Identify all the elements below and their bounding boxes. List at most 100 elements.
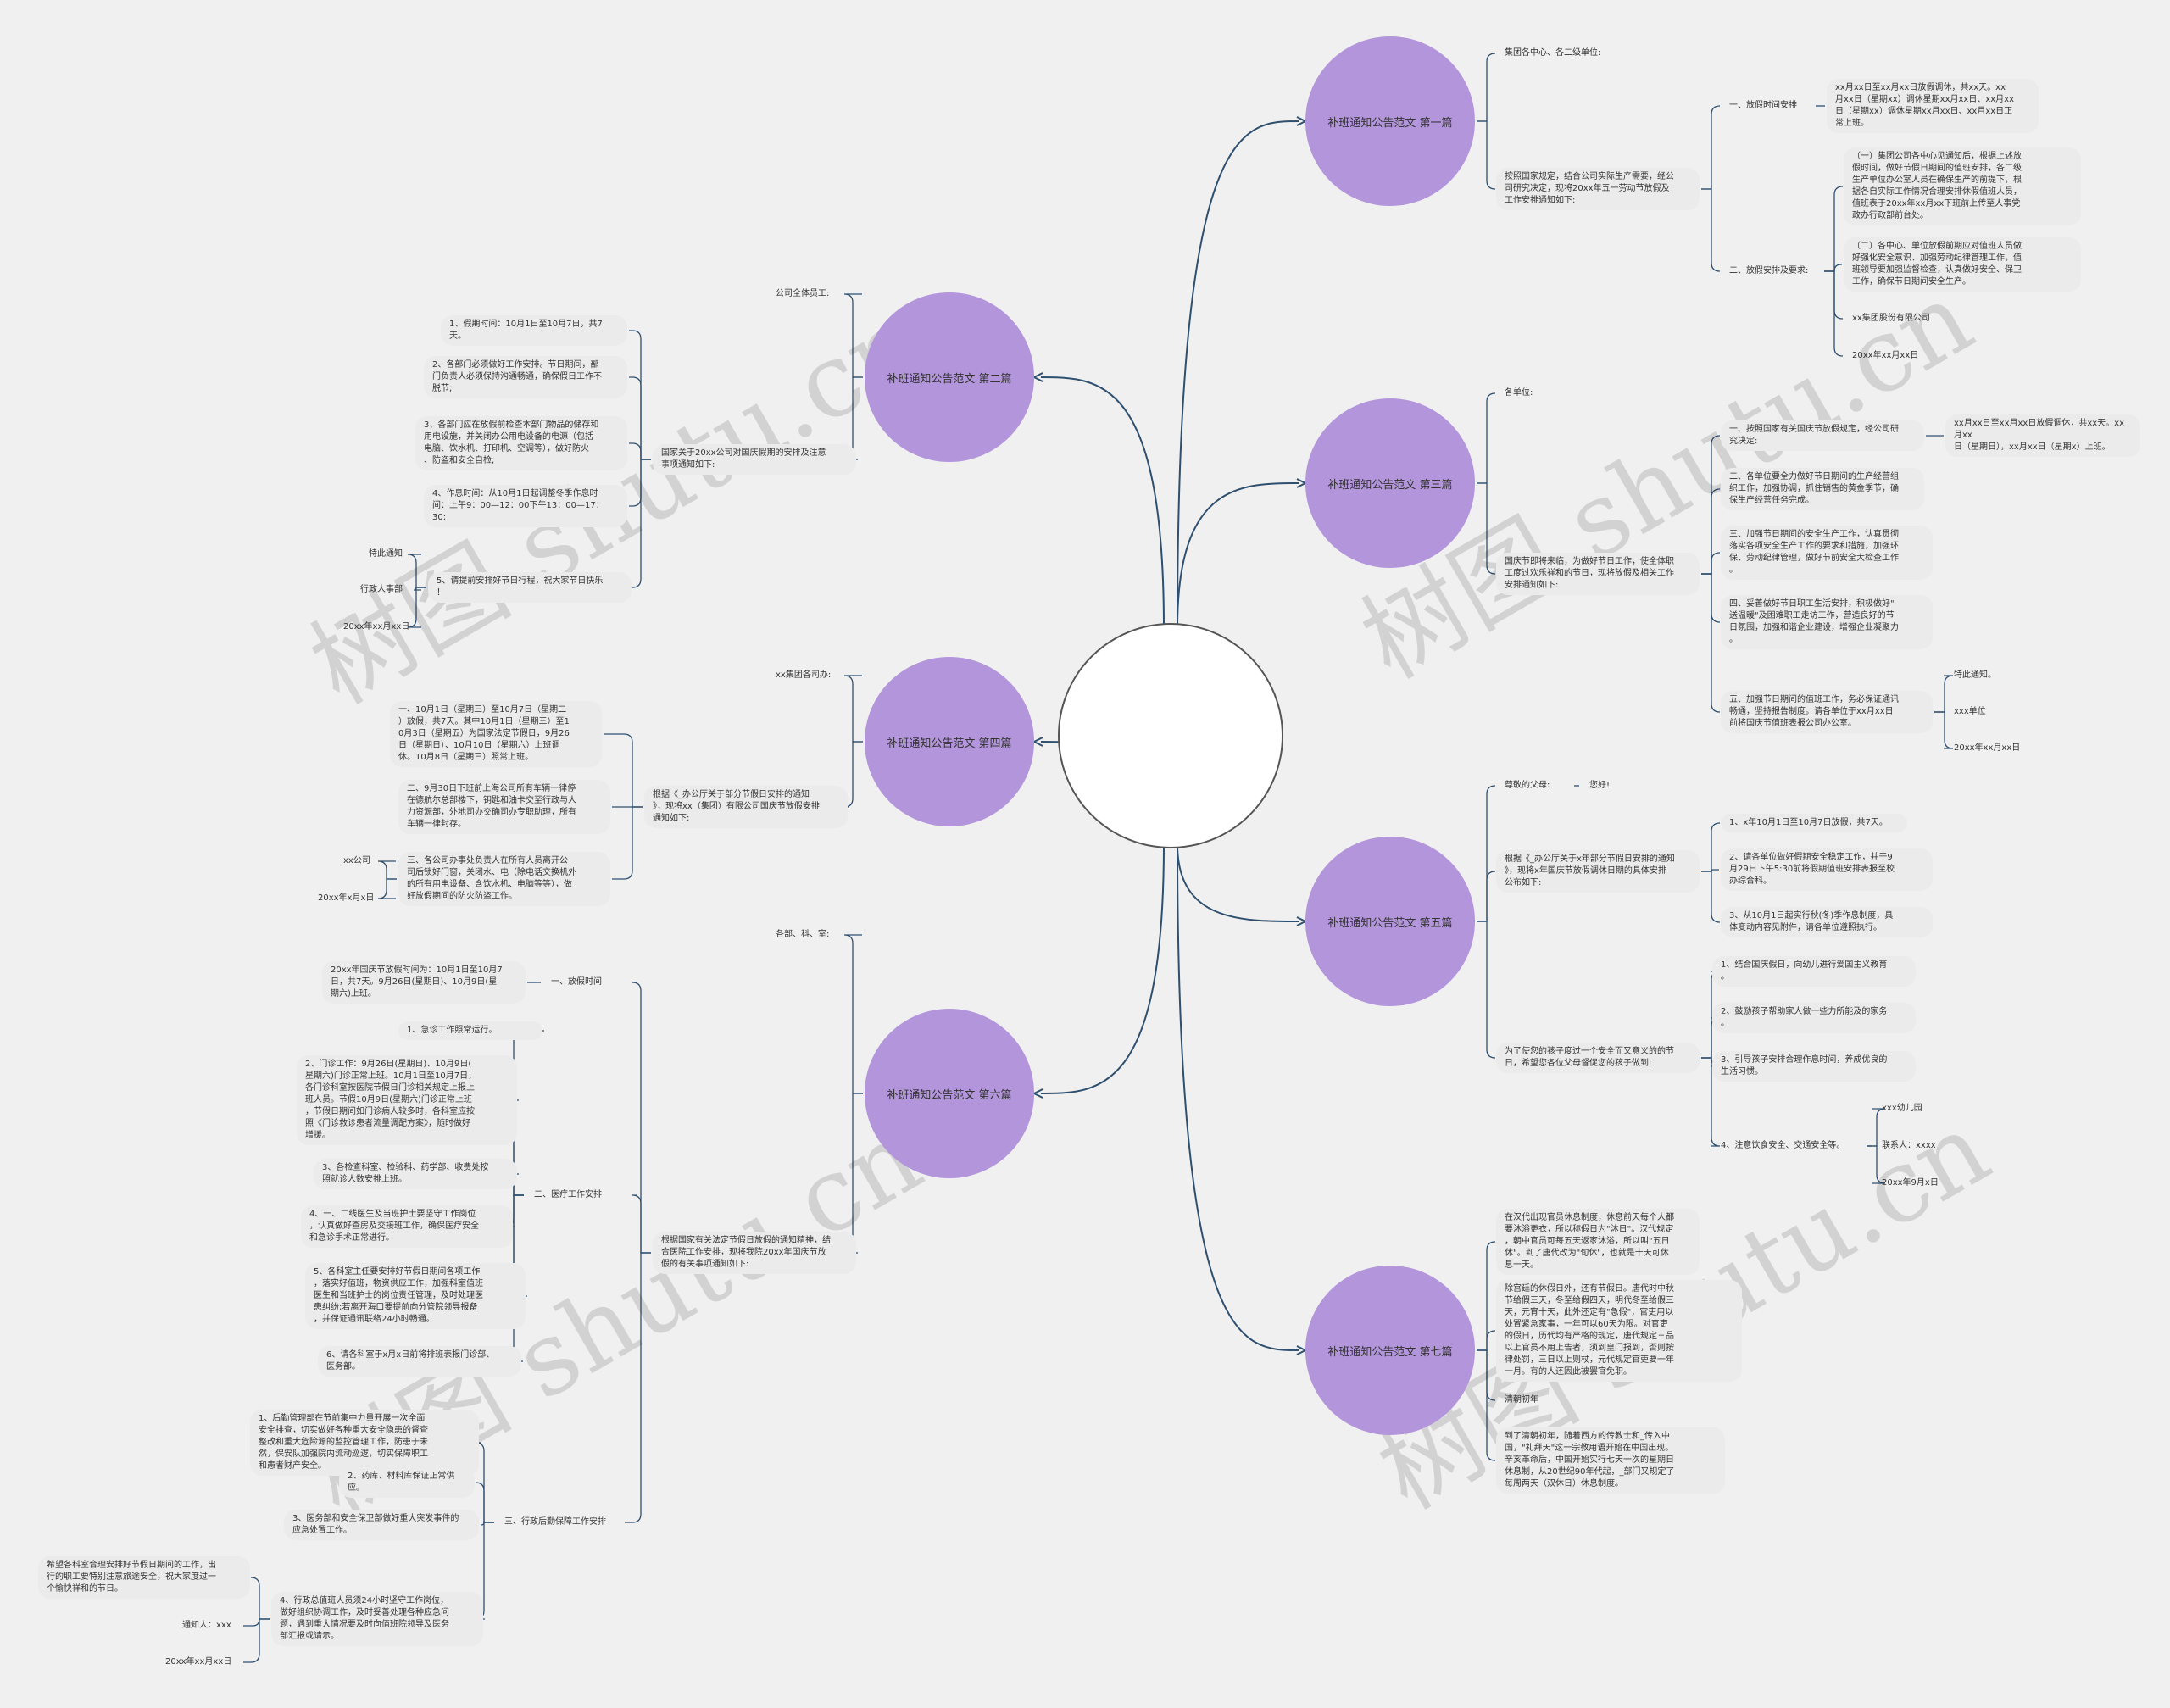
topic-b3-d[interactable]: xx月xx日至xx月xx日放假调休，共xx天。xx月xx 日（星期日），xx月x… bbox=[1945, 414, 2140, 457]
topic-connector bbox=[1824, 186, 1844, 272]
topic-b2-a[interactable]: 公司全体员工: bbox=[776, 289, 830, 298]
topic-b6-r[interactable]: 通知人：xxx bbox=[182, 1621, 231, 1630]
topic-b7-b[interactable]: 除宫廷的休假日外，还有节假日。唐代时中秋 节给假三天，冬至给假四天，明代冬至给假… bbox=[1496, 1280, 1742, 1382]
branch-3[interactable]: 补班通知公告范文 第三篇 bbox=[1305, 398, 1475, 568]
topic-b5-a[interactable]: 尊敬的父母: bbox=[1505, 781, 1550, 790]
topic-b7-a[interactable]: 在汉代出现官员休息制度，休息前天每个人都 要沐浴更衣，所以称假日为"沐日"。汉代… bbox=[1496, 1209, 1700, 1275]
topic-b6-c[interactable]: 一、放假时间 bbox=[551, 977, 602, 987]
topic-b2-f[interactable]: 4、作息时间：从10月1日起调整冬季作息时 间：上午9：00—12：00下午13… bbox=[424, 485, 627, 527]
topic-b5-i[interactable]: 2、鼓励孩子帮助家人做一些力所能及的家务 。 bbox=[1712, 1003, 1916, 1033]
topic-connector bbox=[604, 733, 643, 808]
topic-b1-i[interactable]: 20xx年xx月xx日 bbox=[1852, 351, 1919, 360]
topic-b6-a[interactable]: 各部、科、室: bbox=[776, 930, 830, 939]
topic-b2-d[interactable]: 2、各部门必须做好工作安排。节日期间，部 门负责人必须保持沟通畅通，确保假日工作… bbox=[424, 356, 627, 398]
topic-b7-d[interactable]: 到了清朝初年，随着西方的传教士和_传入中 国，"礼拜天"这一宗教用语开始在中国出… bbox=[1496, 1427, 1725, 1494]
central-topic[interactable]: 补班通知公告范文(共7篇) bbox=[1058, 623, 1283, 848]
topic-b5-l[interactable]: xxx幼儿园 bbox=[1882, 1104, 1922, 1113]
topic-connector bbox=[1701, 573, 1721, 713]
topic-b5-f[interactable]: 3、从10月1日起实行秋(冬)季作息制度，具 体变动内容见附件，请各单位遵照执行… bbox=[1721, 907, 1933, 937]
topic-b3-h[interactable]: 五、加强节日期间的值班工作，务必保证通讯 畅通，坚持报告制度。请各单位于xx月x… bbox=[1721, 691, 1933, 733]
topic-b5-c[interactable]: 根据《_办公厅关于x年部分节假日安排的通知 》，现将x年国庆节放假调休日期的具体… bbox=[1496, 850, 1700, 893]
topic-b4-d[interactable]: 二、9月30日下班前上海公司所有车辆一律停 在德航尔总部楼下，钥匙和油卡交至行政… bbox=[398, 780, 610, 834]
branch-connector bbox=[1040, 376, 1165, 628]
topic-b4-a[interactable]: xx集团各司办: bbox=[776, 670, 832, 680]
topic-b5-g[interactable]: 为了使您的孩子度过一个安全而又意义的的节 日，希望您各位父母督促您的孩子做到: bbox=[1496, 1043, 1700, 1073]
topic-b6-g[interactable]: 2、门诊工作：9月26日(星期日)、10月9日( 星期六)门诊正常上班。10月1… bbox=[297, 1055, 517, 1145]
topic-b6-p[interactable]: 4、行政总值班人员须24小时坚守工作岗位， 做好组织协调工作，及时妥善处理各种应… bbox=[271, 1592, 483, 1646]
topic-connector bbox=[250, 1577, 270, 1620]
branch-2[interactable]: 补班通知公告范文 第二篇 bbox=[865, 292, 1034, 462]
topic-b1-c[interactable]: 一、放假时间安排 bbox=[1729, 101, 1797, 110]
topic-b2-e[interactable]: 3、各部门应在放假前检查本部门物品的储存和 用电设施，并关闭办公用电设备的电源（… bbox=[415, 416, 627, 470]
topic-connector bbox=[407, 587, 426, 628]
topic-connector bbox=[843, 1093, 863, 1254]
branch-5[interactable]: 补班通知公告范文 第五篇 bbox=[1305, 837, 1475, 1006]
topic-b3-c[interactable]: 一、按照国家有关国庆节放假规定，经公司研 究决定: bbox=[1721, 420, 1924, 451]
topic-b4-b[interactable]: 根据《_办公厅关于部分节假日安排的通知 》，现将xx（集团）有限公司国庆节放假安… bbox=[644, 786, 848, 828]
topic-b1-h[interactable]: xx集团股份有限公司 bbox=[1852, 314, 1930, 323]
topic-b6-e[interactable]: 二、医疗工作安排 bbox=[534, 1190, 602, 1199]
topic-b3-b[interactable]: 国庆节即将来临，为做好节日工作，使全体职 工度过欢乐祥和的节日，现将放假及相关工… bbox=[1496, 553, 1700, 595]
topic-connector bbox=[1477, 1241, 1496, 1351]
topic-b2-j[interactable]: 20xx年xx月xx日 bbox=[343, 622, 410, 631]
topic-b6-f[interactable]: 1、急诊工作照常运行。 bbox=[398, 1021, 542, 1040]
topic-b5-k[interactable]: 4、注意饮食安全、交通安全等。 bbox=[1721, 1141, 1845, 1150]
topic-b7-c[interactable]: 清朝初年 bbox=[1505, 1395, 1538, 1405]
topic-b6-q[interactable]: 希望各科室合理安排好节假日期间的工作，出 行的职工要特别注意旅途安全，祝大家度过… bbox=[38, 1556, 250, 1599]
topic-b1-f[interactable]: （一）集团公司各中心见通知后，根据上述放 假时间，做好节假日期间的值班安排，各二… bbox=[1844, 147, 2081, 225]
branch-1[interactable]: 补班通知公告范文 第一篇 bbox=[1305, 36, 1475, 206]
branch-7[interactable]: 补班通知公告范文 第七篇 bbox=[1305, 1266, 1475, 1435]
topic-b6-n[interactable]: 2、药库、材料库保证正常供应。 bbox=[339, 1467, 475, 1498]
topic-b6-s[interactable]: 20xx年xx月xx日 bbox=[165, 1657, 232, 1666]
topic-b1-b[interactable]: 按照国家规定，结合公司实际生产需要，经公 司研究决定，现将20xx年五一劳动节放… bbox=[1496, 168, 1700, 210]
topic-b5-m[interactable]: 联系人：xxxx bbox=[1882, 1141, 1936, 1150]
topic-b4-e[interactable]: 三、各公司办事处负责人在所有人员离开公 司后锁好门窗，关闭水、电（除电话交换机外… bbox=[398, 852, 610, 906]
topic-b4-g[interactable]: 20xx年x月x日 bbox=[318, 893, 375, 903]
topic-b6-j[interactable]: 5、各科室主任要安排好节假日期间各项工作 ，落实好值班，物资供应工作，加强科室值… bbox=[305, 1263, 526, 1329]
topic-b6-l[interactable]: 三、行政后勤保障工作安排 bbox=[504, 1517, 606, 1527]
topic-b2-g[interactable]: 5、请提前安排好节日行程，祝大家节日快乐 ！ bbox=[428, 572, 632, 603]
topic-b6-k[interactable]: 6、请各科室于x月x日前将排班表报门诊部、 医务部。 bbox=[318, 1346, 521, 1377]
topic-b3-f[interactable]: 三、加强节日期间的安全生产工作，认真贯彻 落实各项安全生产工作的要求和措施，加强… bbox=[1721, 526, 1933, 580]
topic-b2-c[interactable]: 1、假期时间：10月1日至10月7日，共7天。 bbox=[441, 315, 627, 346]
branch-connector bbox=[1177, 843, 1299, 1351]
topic-b5-d[interactable]: 1、x年10月1日至10月7日放假，共7天。 bbox=[1721, 814, 1907, 832]
topic-b6-i[interactable]: 4、一、二线医生及当班护士要坚守工作岗位 ，认真做好查房及交接班工作，确保医疗安… bbox=[301, 1205, 513, 1248]
topic-connector bbox=[1477, 1349, 1496, 1461]
topic-b4-c[interactable]: 一、10月1日（星期三）至10月7日（星期二 ）放假，共7天。其中10月1日（星… bbox=[390, 701, 602, 767]
topic-connector bbox=[1477, 482, 1496, 575]
topic-connector bbox=[1477, 120, 1496, 190]
topic-b1-a[interactable]: 集团各中心、各二级单位: bbox=[1505, 48, 1601, 58]
topic-b2-i[interactable]: 行政人事部 bbox=[360, 585, 403, 594]
topic-b5-h[interactable]: 1、结合国庆假日，向幼儿进行爱国主义教育 。 bbox=[1712, 956, 1916, 987]
topic-b1-e[interactable]: 二、放假安排及要求: bbox=[1729, 266, 1809, 275]
topic-connector bbox=[1477, 785, 1496, 922]
topic-b4-f[interactable]: xx公司 bbox=[343, 856, 370, 865]
topic-b1-g[interactable]: （二）各中心、单位放假前期应对值班人员做 好强化安全意识、加强劳动纪律管理工作，… bbox=[1844, 237, 2081, 292]
topic-b6-d[interactable]: 20xx年国庆节放假时间为：10月1日至10月7 日，共7天。9月26日(星期日… bbox=[322, 961, 526, 1004]
topic-b5-n[interactable]: 20xx年9月x日 bbox=[1882, 1178, 1939, 1188]
topic-b2-b[interactable]: 国家关于20xx公司对国庆假期的安排及注意 事项通知如下: bbox=[653, 444, 856, 475]
topic-b2-h[interactable]: 特此通知 bbox=[369, 549, 403, 559]
topic-b3-k[interactable]: 20xx年xx月xx日 bbox=[1954, 743, 2021, 753]
branch-6[interactable]: 补班通知公告范文 第六篇 bbox=[865, 1009, 1034, 1178]
topic-connector bbox=[407, 554, 426, 588]
topic-b6-b[interactable]: 根据国家有关法定节假日放假的通知精神，结 合医院工作安排，现将我院20xx年国庆… bbox=[653, 1232, 856, 1274]
topic-b3-i[interactable]: 特此通知。 bbox=[1954, 670, 1996, 680]
topic-b3-e[interactable]: 二、各单位要全力做好节日期间的生产经营组 织工作，加强协调，抓住销售的黄金季节，… bbox=[1721, 468, 1924, 510]
topic-b6-m[interactable]: 1、后勤管理部在节前集中力量开展一次全面 安全排查，切实做好各种重大安全隐患的督… bbox=[250, 1410, 479, 1476]
topic-b5-j[interactable]: 3、引导孩子安排合理作息时间，养成优良的 生活习惯。 bbox=[1712, 1051, 1916, 1082]
topic-b3-g[interactable]: 四、妥善做好节日职工生活安排，积极做好" 送温暖"及困难职工走访工作，营造良好的… bbox=[1721, 595, 1933, 649]
topic-b5-b[interactable]: 您好! bbox=[1589, 781, 1611, 790]
topic-b3-a[interactable]: 各单位: bbox=[1505, 388, 1533, 398]
topic-b3-j[interactable]: xxx单位 bbox=[1954, 707, 1986, 716]
topic-b6-o[interactable]: 3、医务部和安全保卫部做好重大突发事件的 应急处置工作。 bbox=[284, 1510, 479, 1540]
topic-connector bbox=[377, 878, 397, 899]
topic-b1-d[interactable]: xx月xx日至xx月xx日放假调休，共xx天。xx 月xx日（星期xx）调休星期… bbox=[1827, 79, 2039, 133]
topic-connector bbox=[1824, 270, 1844, 320]
topic-b5-e[interactable]: 2、请各单位做好假期安全稳定工作，并于9 月29日下午5:30前将假期值班安排表… bbox=[1721, 848, 1933, 891]
topic-connector bbox=[1477, 921, 1496, 1059]
branch-4[interactable]: 补班通知公告范文 第四篇 bbox=[865, 657, 1034, 826]
topic-b6-h[interactable]: 3、各检查科室、检验科、药学部、收费处按 照就诊人数安排上班。 bbox=[314, 1159, 517, 1189]
